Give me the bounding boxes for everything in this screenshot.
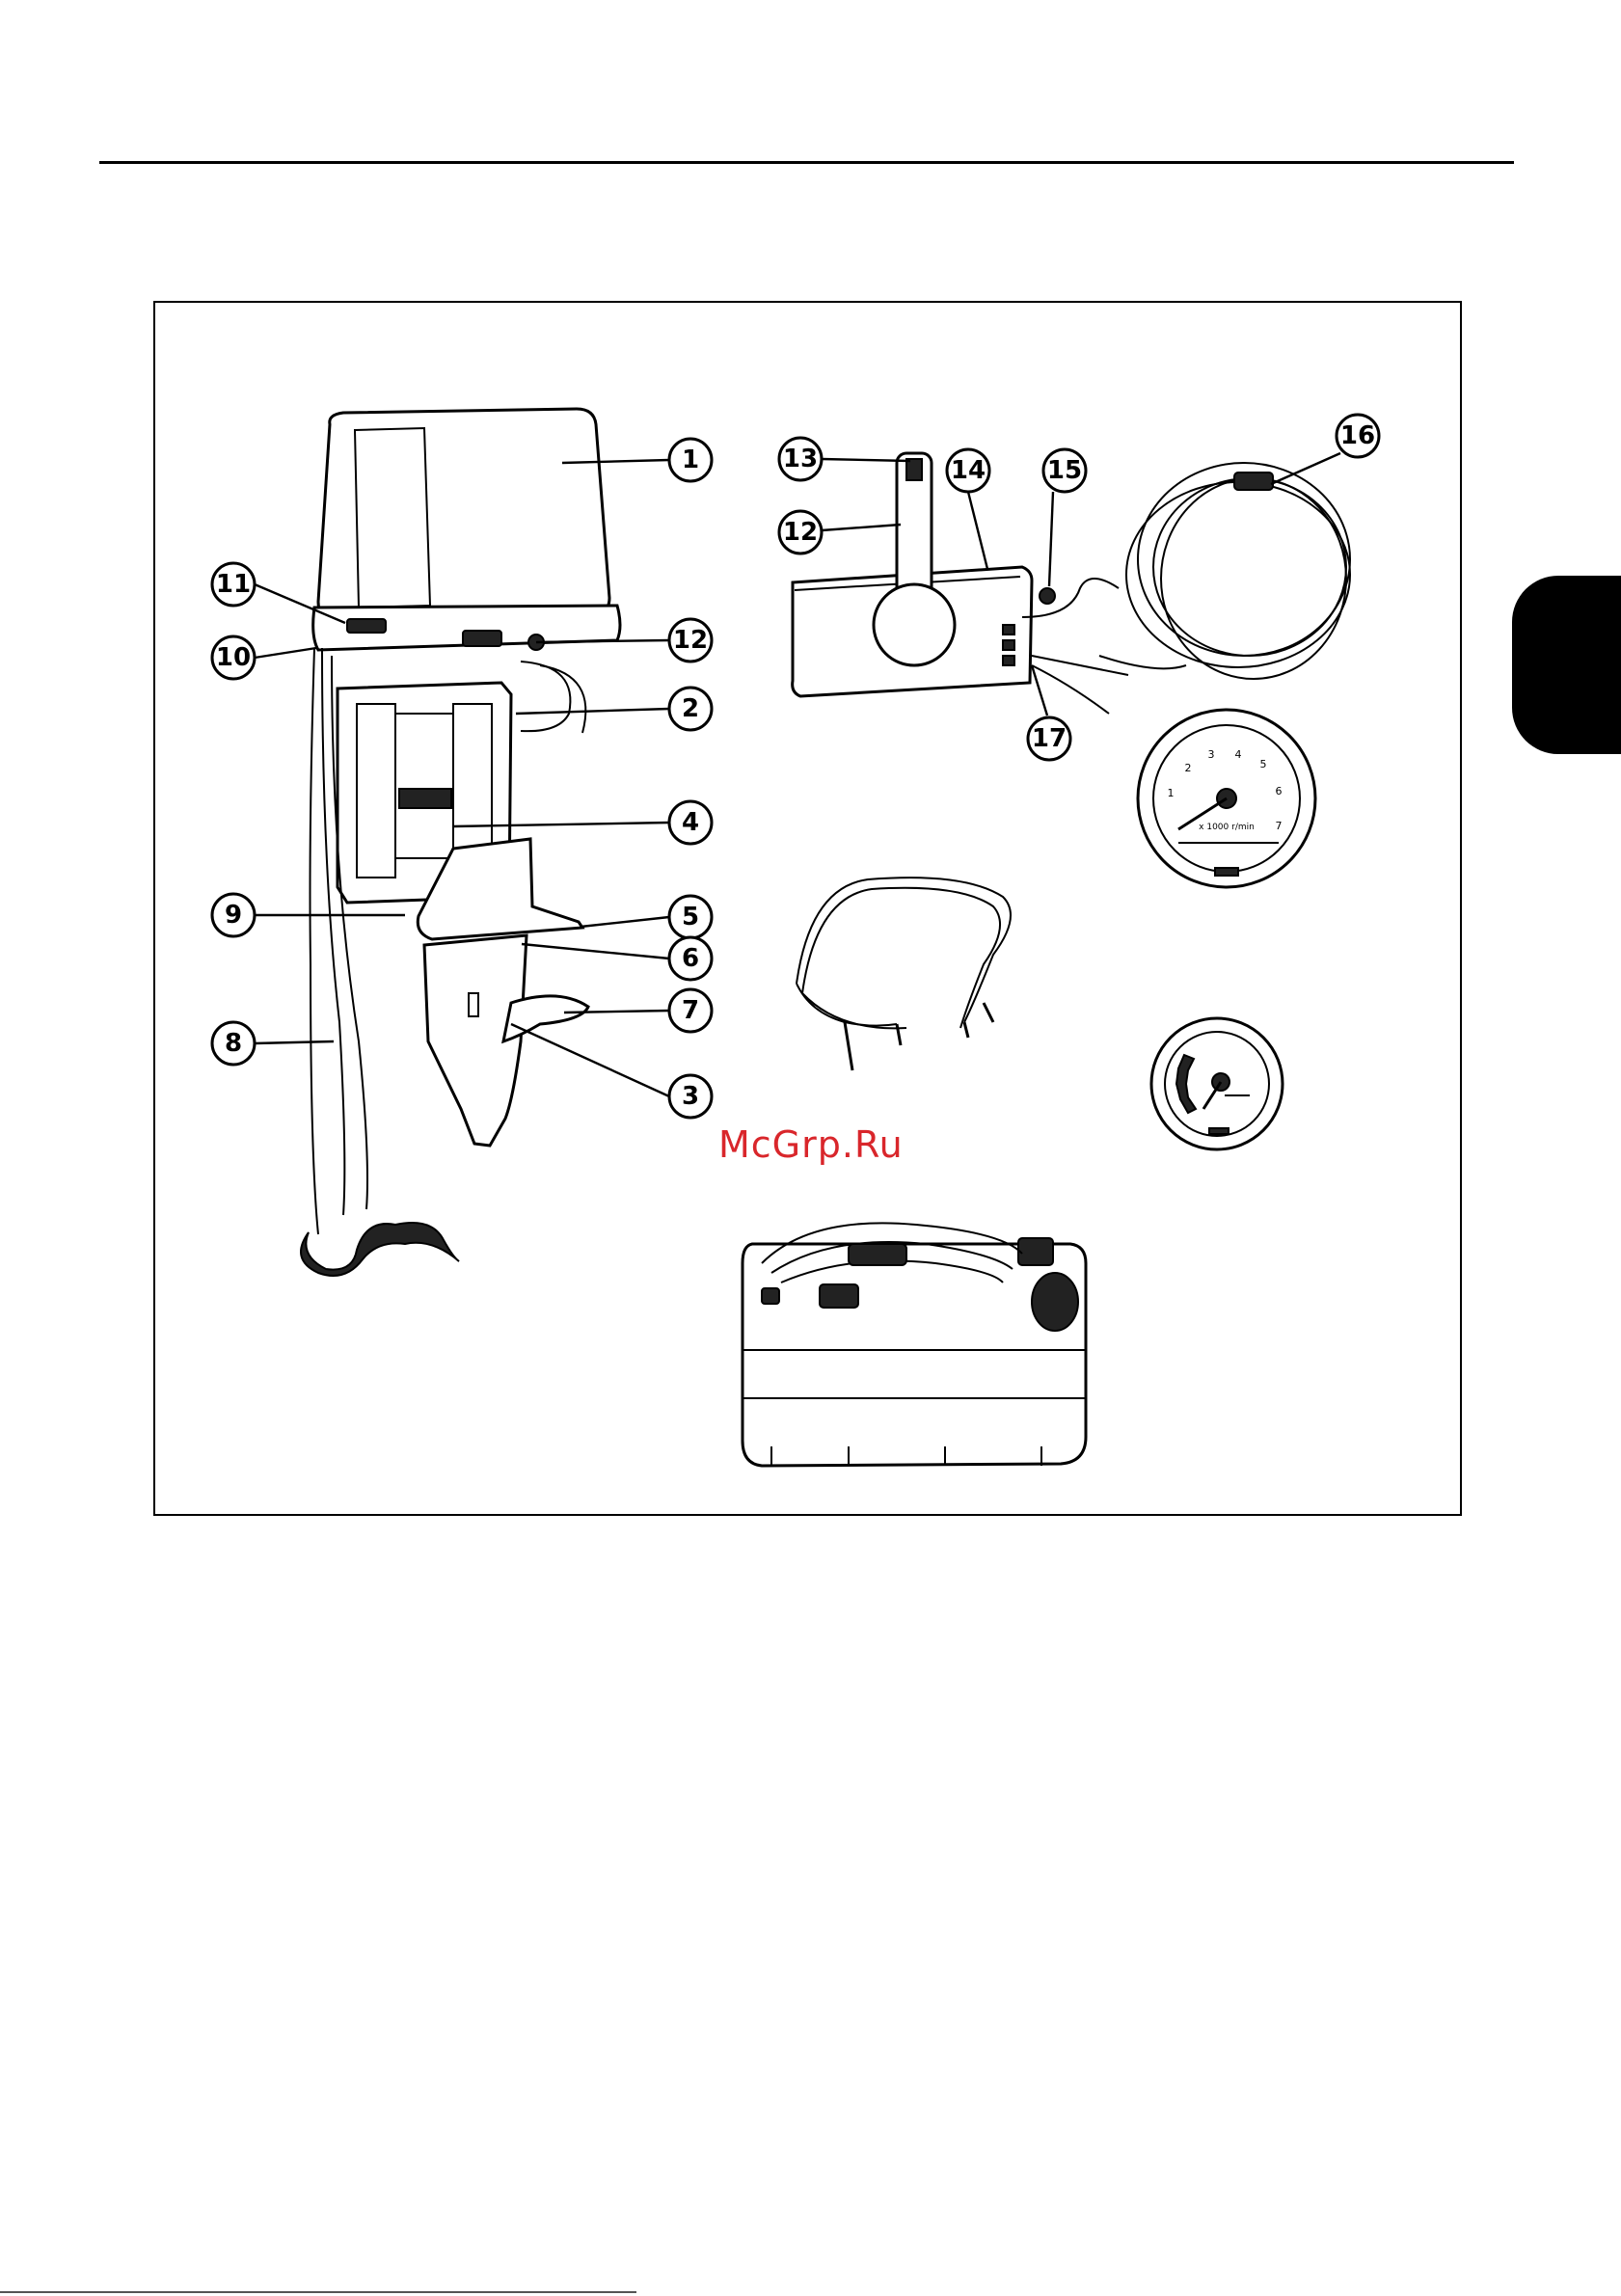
svg-text:8: 8 — [225, 1029, 242, 1058]
top-cowling — [318, 409, 609, 617]
callout-6: 6 — [522, 937, 712, 980]
svg-text:3: 3 — [682, 1082, 699, 1111]
svg-text:11: 11 — [216, 570, 251, 599]
tach-label-1: 1 — [1168, 787, 1175, 799]
svg-text:13: 13 — [783, 445, 818, 473]
callout-3: 3 — [511, 1024, 712, 1118]
footer-rule — [0, 2291, 636, 2293]
remote-control-box-drawing — [793, 453, 1128, 714]
trim-meter-drawing — [1151, 1018, 1283, 1149]
svg-text:5: 5 — [682, 903, 699, 932]
tach-label-7: 7 — [1276, 820, 1283, 832]
tach-label-3: 3 — [1208, 748, 1215, 761]
watermark-text: McGrp.Ru — [718, 1123, 904, 1166]
svg-text:9: 9 — [225, 901, 242, 930]
tach-unit-text: x 1000 r/min — [1199, 823, 1255, 832]
svg-text:12: 12 — [673, 626, 708, 655]
wiring-harness-drawing — [1099, 463, 1350, 679]
remote-control-cables-drawing — [797, 878, 1011, 1070]
callout-13: 13 — [779, 438, 910, 480]
svg-text:7: 7 — [682, 996, 699, 1025]
callout-8: 8 — [212, 1022, 334, 1065]
outboard-motor-drawing — [301, 409, 620, 1276]
fuel-tank-drawing — [743, 1223, 1086, 1466]
callout-16: 16 — [1271, 415, 1379, 484]
svg-text:14: 14 — [951, 456, 986, 485]
svg-text:4: 4 — [682, 808, 699, 837]
propeller — [503, 996, 588, 1041]
callout-12b: 12 — [779, 511, 901, 554]
tach-label-6: 6 — [1276, 785, 1283, 797]
svg-text:16: 16 — [1340, 421, 1375, 450]
tach-label-4: 4 — [1235, 748, 1242, 761]
svg-text:1: 1 — [682, 446, 699, 474]
svg-text:10: 10 — [216, 643, 251, 672]
callout-2: 2 — [516, 688, 712, 730]
callout-17: 17 — [1028, 665, 1070, 760]
tach-label-2: 2 — [1185, 762, 1192, 774]
svg-text:17: 17 — [1032, 724, 1067, 753]
callout-14: 14 — [947, 449, 989, 569]
lower-unit — [424, 935, 527, 1146]
callout-10: 10 — [212, 636, 316, 679]
tachometer-drawing: 1 2 3 4 5 6 7 x 1000 r/min — [1138, 710, 1315, 887]
svg-text:6: 6 — [682, 944, 699, 973]
tach-label-5: 5 — [1260, 758, 1267, 770]
callout-5: 5 — [581, 896, 712, 938]
svg-text:2: 2 — [682, 694, 699, 723]
callout-15: 15 — [1043, 449, 1086, 586]
svg-text:12: 12 — [783, 518, 818, 547]
svg-text:15: 15 — [1047, 456, 1082, 485]
